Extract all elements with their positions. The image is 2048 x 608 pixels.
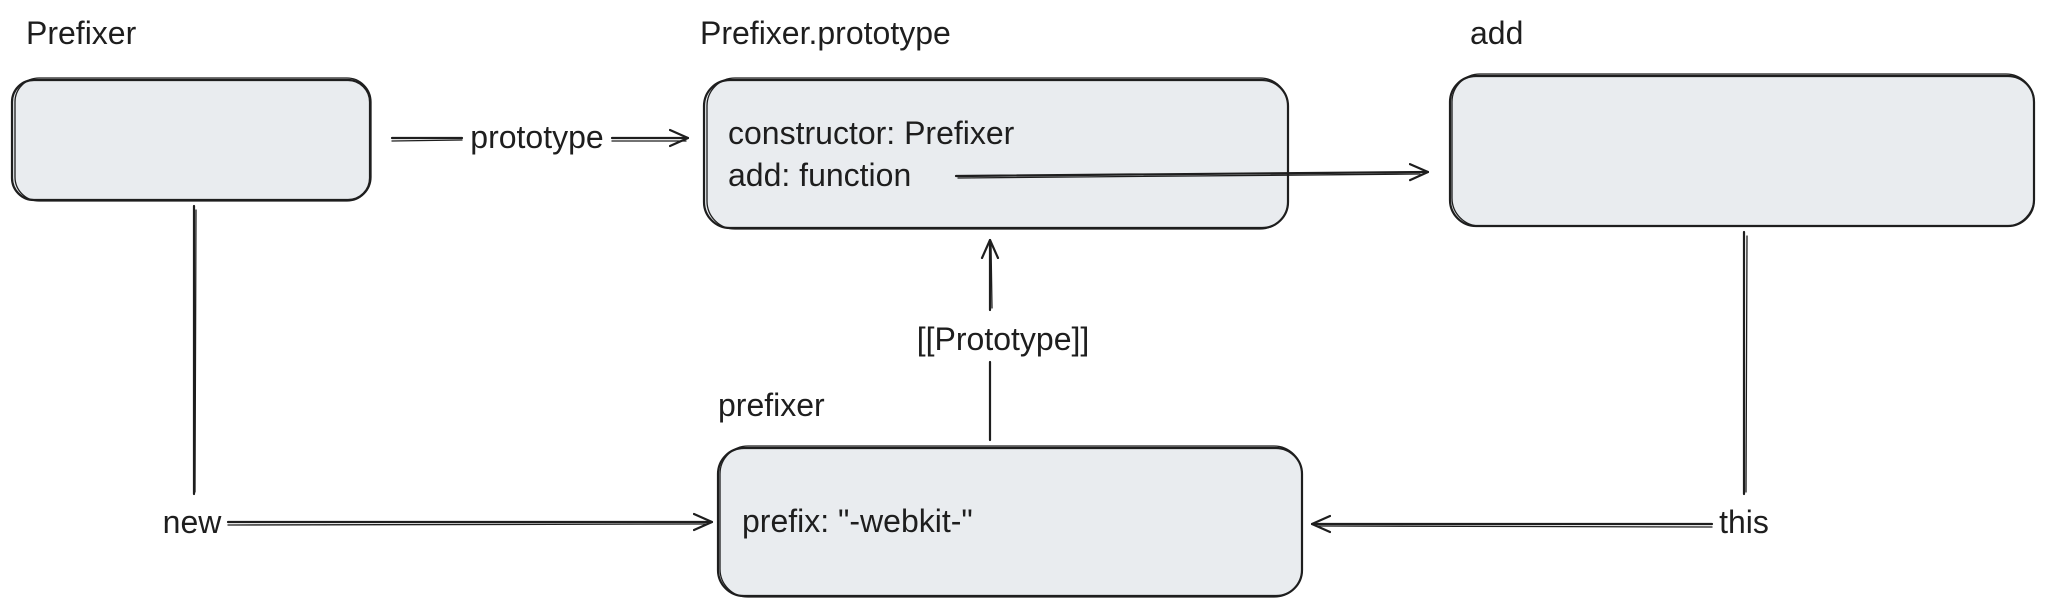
- node-instance-box-sketch: [719, 445, 1303, 598]
- node-prefixer-title: Prefixer: [26, 15, 137, 51]
- edge-add-function: [954, 172, 1430, 179]
- edge-this-arrow-sketch: [1315, 525, 1713, 528]
- edge-this-label: this: [1719, 504, 1769, 540]
- edge-prototype-sketch: [391, 139, 463, 142]
- edge-prototype-label: prototype: [470, 119, 603, 155]
- edge-proto-chain-sketch: [990, 243, 993, 309]
- edge-new-arrow-sketch: [227, 523, 709, 526]
- edge-this-vertical-sketch: [1745, 235, 1748, 493]
- edge-this: this: [1310, 230, 1769, 540]
- node-add-box: [1448, 74, 2036, 228]
- edge-proto-chain-label: [[Prototype]]: [917, 321, 1090, 357]
- edge-prototype: prototype: [390, 119, 690, 155]
- node-prototype-line-constructor: constructor: Prefixer: [728, 115, 1015, 151]
- node-add-function: add: [1448, 15, 2036, 228]
- node-add-title: add: [1470, 15, 1523, 51]
- edge-new-label: new: [163, 504, 223, 540]
- edge-add-function-sketch: [957, 173, 1421, 179]
- node-prefixer-box-sketch: [14, 77, 372, 202]
- node-instance-title: prefixer: [718, 387, 825, 423]
- edge-new: new: [163, 204, 714, 540]
- node-prototype-box-sketch: [706, 77, 1289, 230]
- node-prefixer-instance: prefixer prefix: "-webkit-": [716, 387, 1304, 598]
- node-add-box-sketch: [1451, 73, 2035, 227]
- edge-proto-chain: [[Prototype]]: [917, 238, 1090, 442]
- node-prototype-object: Prefixer.prototype constructor: Prefixer…: [700, 15, 1290, 230]
- node-prototype-box: [702, 78, 1290, 230]
- node-prototype-line-add: add: function: [728, 157, 911, 193]
- edge-new-vertical-sketch: [194, 209, 197, 493]
- node-prototype-title: Prefixer.prototype: [700, 15, 951, 51]
- node-prefixer-box: [10, 78, 372, 202]
- node-instance-line-prefix: prefix: "-webkit-": [742, 503, 973, 539]
- edge-add-function-arrow: [954, 172, 1430, 176]
- node-prefixer-function: Prefixer: [10, 15, 372, 202]
